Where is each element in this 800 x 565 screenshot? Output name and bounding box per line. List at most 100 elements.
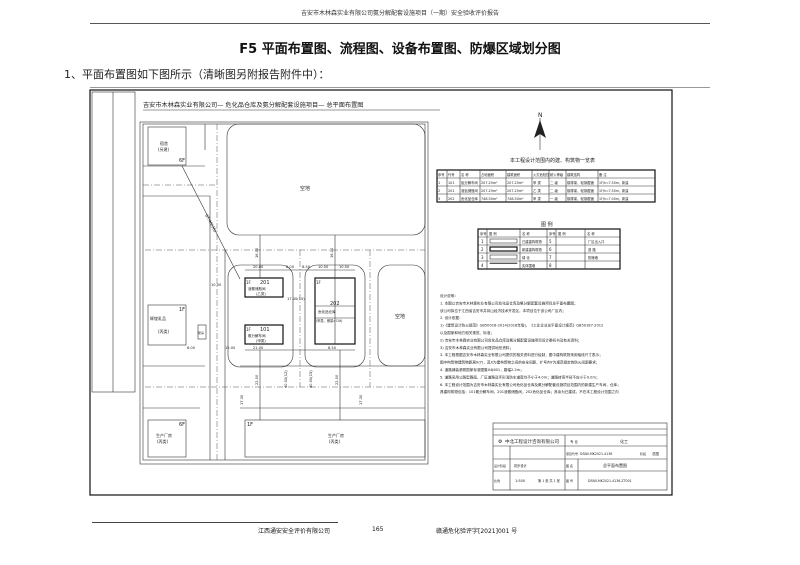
building-201 (244, 277, 284, 298)
svg-text:8.50: 8.50 (302, 265, 311, 269)
legend-item-label: 防爆墙 (588, 255, 599, 260)
svg-text:(丙类): (丙类) (157, 438, 169, 444)
legend-header: 名 称 (522, 231, 530, 236)
note-line: 以及国家和地方相关规范、标准； (440, 330, 494, 335)
svg-text:6F: 6F (179, 422, 185, 428)
svg-text:202: 202 (330, 301, 340, 307)
north-label: N (538, 112, 543, 119)
design-notes: 设计说明：1. 本图以吉安市木林森实业有限公司危化品仓库及氨分解配套设施项目总平… (440, 293, 621, 394)
table-cell: 748.50m² (507, 197, 524, 201)
table-cell: 1F/h=7.50m，新建 (599, 188, 629, 193)
svg-text:2: 2 (481, 247, 484, 252)
building-101 (244, 324, 284, 345)
table-cell: 一 级 (550, 196, 558, 201)
legend-header: 图 例 (558, 231, 566, 236)
note-line: 3. 本工程根据吉安市木林森实业有限公司提供的相关资料进行绘制，图中建构筑物采用… (440, 352, 603, 357)
svg-text:17.30: 17.30 (240, 394, 244, 405)
table-cell: 1F/h=7.50m，新建 (599, 180, 629, 185)
svg-text:(另建): (另建) (158, 146, 170, 152)
table-cell: 二 级 (550, 180, 558, 185)
note-line: 3) 吉安市木林森实业有限公司提供地形资料； (440, 345, 513, 350)
svg-text:22.00: 22.00 (335, 374, 339, 385)
table-header-cell: 火灾危险性 (533, 172, 550, 177)
note-line: 2. 设计依据： (440, 315, 463, 320)
svg-text:阶段: 阶段 (640, 451, 646, 456)
page-number: 165 (372, 526, 384, 533)
note-line: 图中构筑物建筑物距离X(Y)，其X为建构筑物之间的安全间距，扩号内Y为规范规定的… (440, 360, 599, 365)
table-cell: 748.50m² (481, 197, 498, 201)
svg-text:1: 1 (481, 239, 484, 244)
svg-text:辉煌乳品: 辉煌乳品 (150, 315, 166, 321)
table-cell: 乙 类 (533, 188, 541, 193)
legend-existing-building-icon (489, 238, 518, 244)
building-factory-right (244, 419, 426, 458)
pump-house (197, 324, 207, 340)
svg-text:化工: 化工 (620, 438, 628, 444)
svg-text:(甲类): (甲类) (256, 338, 266, 343)
note-line: 4. 道路铺装参照国家标准图集04J601，路幅2.2m； (440, 367, 524, 372)
table-header-cell: 序号 (438, 172, 445, 177)
table-header-cell: 耐火等级 (550, 172, 564, 177)
table-cell: 3 (438, 197, 440, 201)
note-line: 该公司拟位于江西省吉安市井冈山经济技术开发区，本项目位于该公司厂区内； (440, 308, 566, 313)
left-margin-table (91, 91, 136, 393)
legend-item-label: 道 路 (588, 247, 596, 252)
table-cell: 1F/h=7.00m，新建 (599, 196, 629, 201)
svg-text:20.00: 20.00 (253, 265, 264, 269)
svg-text:生产厂房: 生产厂房 (156, 432, 172, 438)
section-title: F5 平面布置图、流程图、设备布置图、防爆区域划分图 (239, 42, 561, 57)
header-divider (90, 23, 710, 24)
table-header-cell: 建筑面积 (507, 172, 521, 177)
note-line: 5. 道路采用公路型路面，厂区道路及环形消防车道宽均不小于4.0m；道路转弯半径… (440, 374, 600, 379)
open-space-top (226, 123, 426, 236)
svg-text:5: 5 (549, 239, 552, 244)
footer-company: 江西通安安全评价有限公司 (258, 528, 331, 535)
table-cell: 1 (438, 181, 440, 185)
distance-line (181, 165, 241, 280)
legend-item-label: 新建建构筑物 (522, 247, 542, 252)
report-number: 赣通危化验评字[2021]001 号 (436, 528, 518, 535)
company-logo-icon: ⚙ (498, 439, 503, 445)
north-arrow-icon (534, 118, 546, 150)
legend-greenery-icon (489, 254, 518, 260)
svg-text:液氨储瓶间: 液氨储瓶间 (248, 286, 266, 291)
title-block: ⚙ 中北工程设计咨询有限公司 专 业 化工 项目代号 DSN0-MK2021-4… (492, 422, 668, 491)
svg-text:201: 201 (260, 280, 270, 286)
svg-text:DSN0-MK2021-4136: DSN0-MK2021-4136 (580, 452, 612, 456)
svg-text:泵房: 泵房 (198, 330, 204, 335)
svg-text:生产厂房: 生产厂房 (328, 432, 344, 438)
note-line: 具建构筑物包括：101氨分解车间，201液氨储瓶间，202危化品仓库；其余为已建… (440, 389, 619, 394)
svg-text:1F: 1F (246, 280, 252, 285)
svg-text:40.00(15): 40.00(15) (309, 370, 313, 388)
svg-text:专 业: 专 业 (570, 439, 579, 444)
svg-text:16.00: 16.00 (255, 247, 259, 258)
table-cell: 207.25m² (507, 189, 524, 193)
svg-text:总平面布置图: 总平面布置图 (603, 462, 627, 468)
drawing-frame (89, 89, 673, 496)
table-cell: 钢排架、轻钢屋面 (567, 180, 595, 185)
svg-text:10.00: 10.00 (211, 283, 222, 287)
table-cell: 201 (448, 189, 454, 193)
table-cell: 207.25m² (481, 189, 498, 193)
legend-item-label: 已建建构筑物 (522, 239, 542, 244)
svg-text:40.00(12): 40.00(12) (284, 370, 288, 388)
svg-text:22.00: 22.00 (255, 374, 259, 385)
legend-new-building-icon (489, 246, 518, 252)
svg-text:(甲类，储量>10t): (甲类，储量>10t) (316, 318, 342, 323)
svg-text:4: 4 (481, 263, 484, 268)
table-header-cell: 名 称 (461, 172, 469, 177)
svg-text:初步设计: 初步设计 (514, 463, 528, 468)
page-header: 吉安市木林森实业有限公司氨分解配套设施项目（一期）安全验收评价报告 (300, 10, 499, 17)
legend-item-label: 绿 化 (522, 255, 530, 260)
legend-item-label: 厂区出入口 (588, 239, 604, 244)
svg-text:1F: 1F (179, 307, 185, 313)
building-dairy (147, 304, 187, 346)
svg-text:宿舍: 宿舍 (160, 140, 168, 146)
table-header-cell: 备 注 (599, 172, 607, 177)
legend-wall-icon (489, 262, 518, 264)
svg-text:67.40(30): 67.40(30) (204, 213, 218, 233)
table-cell: 207.25m² (507, 181, 524, 185)
open-space-label: 空地 (300, 185, 310, 192)
table-header-cell: 建筑结构 (567, 172, 581, 177)
